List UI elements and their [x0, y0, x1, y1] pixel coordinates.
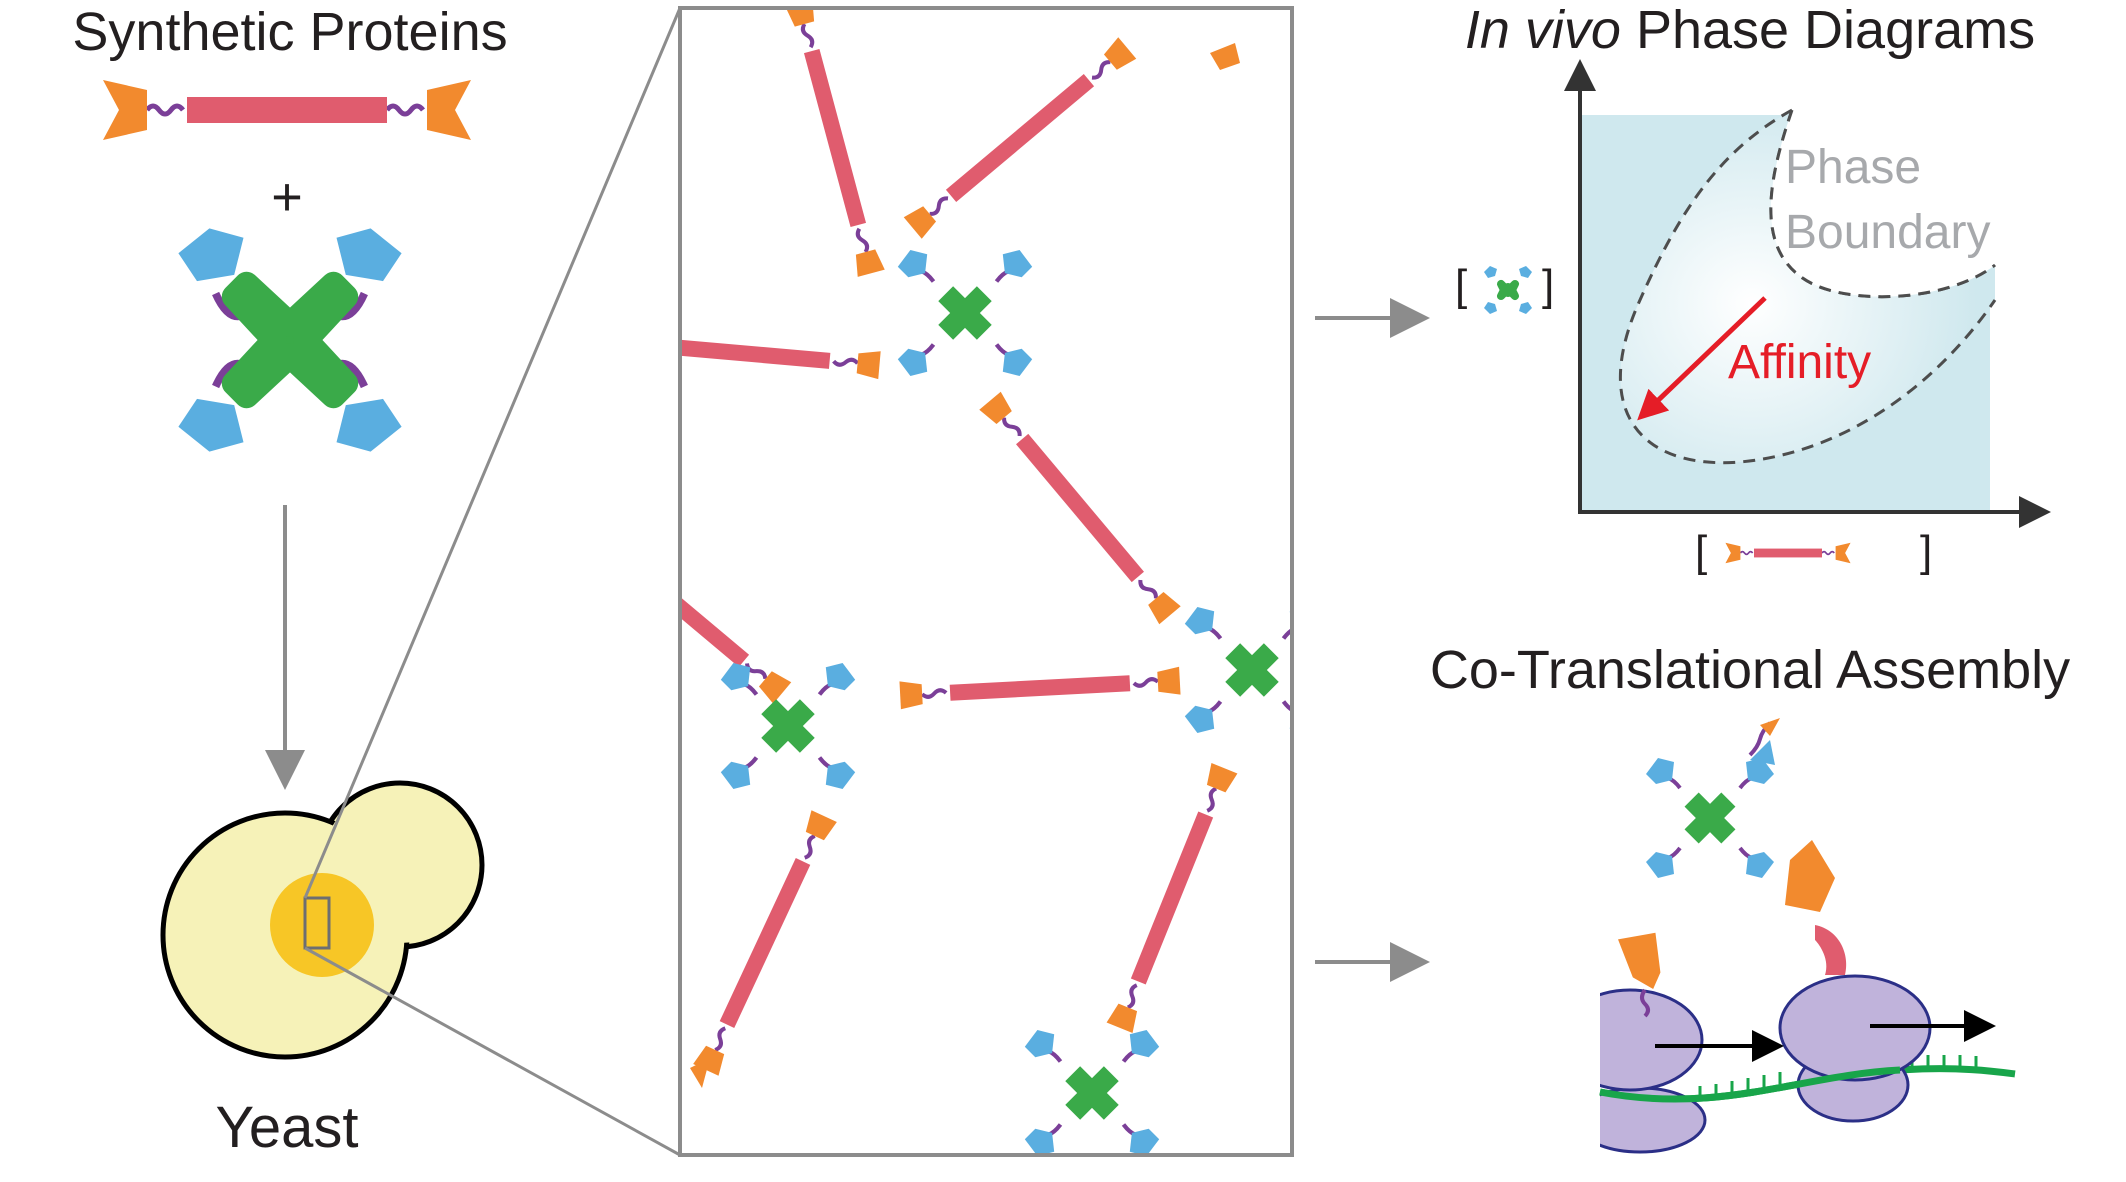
phase-boundary-label-line1: Phase — [1785, 141, 1921, 194]
phase-plot: Phase Boundary Affinity — [1564, 59, 2051, 528]
phase-diagram-title: In vivo Phase Diagrams — [1465, 0, 2035, 60]
nascent-chain-left — [1618, 932, 1661, 1018]
nascent-chain-right — [1785, 840, 1847, 975]
yeast-label: Yeast — [216, 1095, 359, 1160]
synthetic-proteins-title: Synthetic Proteins — [72, 2, 507, 62]
condensate-network-panel — [678, 6, 1294, 1157]
affinity-arrow-icon — [1637, 296, 1767, 421]
nucleus — [270, 873, 374, 977]
x-bracket-right: ] — [1920, 527, 1932, 576]
ribosome-icon — [1600, 974, 1932, 1154]
phase-boundary-outer — [1618, 108, 1997, 465]
phase-diagram-panel: In vivo Phase Diagrams Phase Boundary Af… — [1455, 0, 2051, 576]
boundary-label-area — [1770, 110, 1995, 297]
assembled-hub-icon — [1644, 718, 1780, 880]
synthetic-proteins-panel: Synthetic Proteins + Yeast — [72, 2, 507, 1160]
title-rest-part: Phase Diagrams — [1621, 0, 2035, 60]
y-bracket-left: [ — [1455, 261, 1467, 310]
y-bracket-right: ] — [1542, 261, 1554, 310]
mrna-overlay — [1599, 1066, 1901, 1103]
rod-protein-icon — [103, 80, 471, 140]
cotranslational-title: Co-Translational Assembly — [1430, 640, 2070, 700]
zoom-region-marker — [303, 896, 331, 950]
zoom-box-frame — [678, 6, 1294, 1157]
yeast-cell-icon — [160, 780, 485, 1060]
zoom-line-bottom — [304, 946, 681, 1157]
title-italic-part: In vivo — [1465, 0, 1621, 60]
x-bracket-left: [ — [1695, 527, 1707, 576]
affinity-label: Affinity — [1728, 336, 1871, 389]
cotranslational-panel: Co-Translational Assembly — [1430, 640, 2070, 1154]
one-phase-region — [1620, 110, 1995, 463]
x-axis-species: [ ] — [1695, 527, 1932, 576]
phase-boundary-inner-overlay — [1769, 109, 1996, 299]
plus-sign: + — [271, 167, 303, 227]
y-axis-species: [ ] — [1455, 261, 1554, 314]
zoom-line-top — [303, 7, 682, 899]
phase-boundary-label-line2: Boundary — [1785, 206, 1990, 259]
hub-protein-icon — [178, 228, 401, 451]
